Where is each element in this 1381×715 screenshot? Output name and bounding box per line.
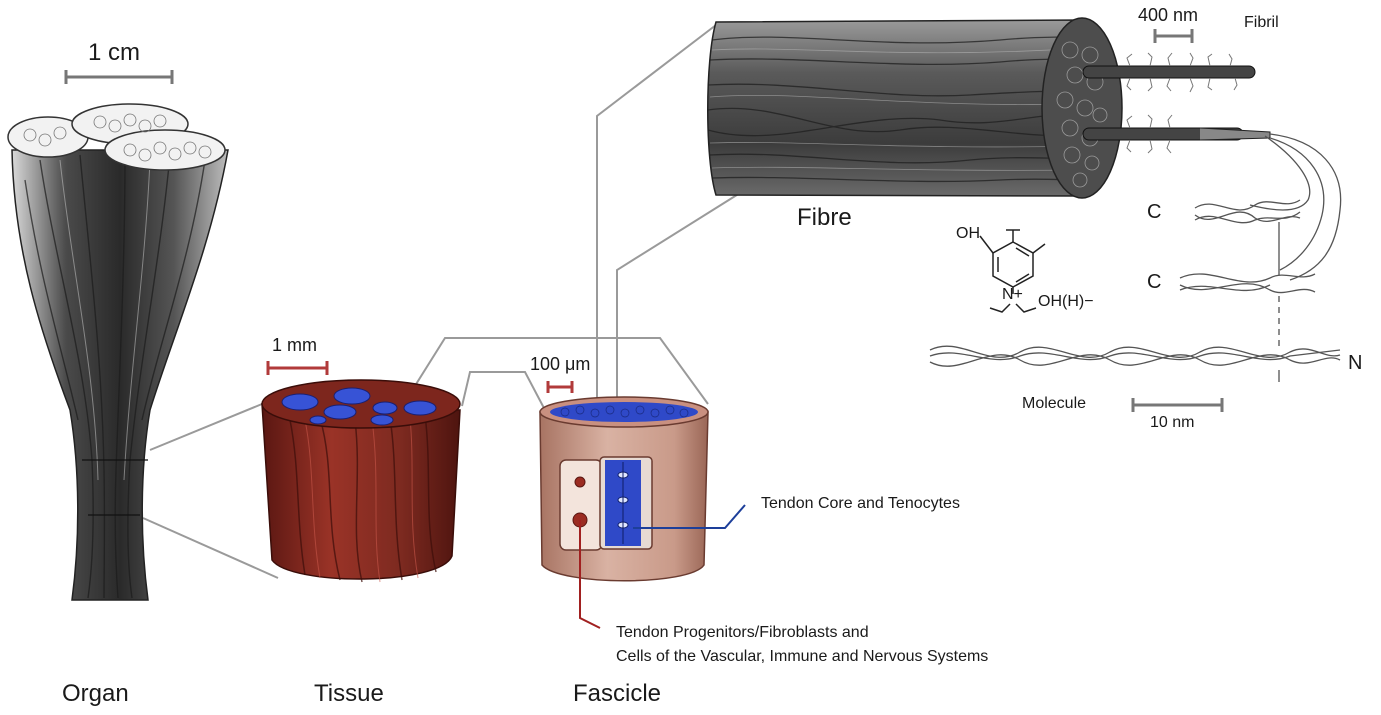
chem-n-plus-label: N+ <box>1002 286 1023 303</box>
annotation-leaders <box>579 504 746 629</box>
organ-label: Organ <box>62 680 129 707</box>
tissue-label: Tissue <box>314 680 384 707</box>
progenitors-annotation-line2: Cells of the Vascular, Immune and Nervou… <box>616 648 989 665</box>
tissue-illustration <box>261 379 461 583</box>
fibre-label: Fibre <box>797 204 852 231</box>
scale-bars <box>64 29 1224 412</box>
fascicle-scale-label: 100 μm <box>530 354 591 374</box>
core-annotation: Tendon Core and Tenocytes <box>761 495 960 512</box>
molecule-scale-label: 10 nm <box>1150 414 1195 431</box>
helix-label-c1: C <box>1147 201 1162 223</box>
progenitors-annotation-line1: Tendon Progenitors/Fibroblasts and <box>616 624 869 641</box>
helix-label-c2: C <box>1147 271 1162 293</box>
organ-scale-label: 1 cm <box>88 39 141 66</box>
fibril-label: Fibril <box>1244 14 1279 31</box>
fascicle-label: Fascicle <box>573 680 662 707</box>
fascicle-illustration <box>539 396 709 582</box>
tissue-scale-label: 1 mm <box>272 335 317 355</box>
chem-oh-h-label: OH(H)− <box>1038 293 1094 310</box>
collagen-helices <box>929 133 1342 367</box>
fibril-scale-label: 400 nm <box>1138 5 1199 25</box>
organ-illustration <box>7 103 229 601</box>
fibre-illustration <box>707 17 1271 199</box>
crosslink-structure <box>979 229 1046 313</box>
chem-oh-label: OH <box>956 225 980 242</box>
connector-lines <box>142 24 741 579</box>
molecule-label: Molecule <box>1022 395 1087 412</box>
helix-label-n: N <box>1348 352 1363 374</box>
fibril-tufts <box>1126 52 1238 154</box>
